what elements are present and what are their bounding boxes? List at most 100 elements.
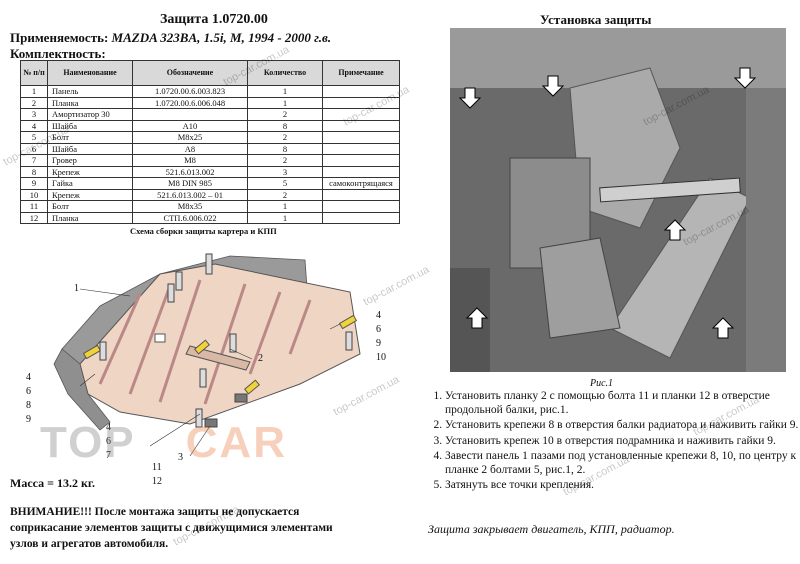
- cell-designation: M8 DIN 985: [132, 177, 248, 190]
- document-title: Защита 1.0720.00: [160, 12, 268, 27]
- install-step-2: Установить крепежи 8 в отверстия балки р…: [445, 419, 800, 433]
- callout-3: 3: [178, 452, 183, 463]
- cell-name: Планка: [47, 211, 133, 224]
- cell-name: Болт: [47, 200, 133, 213]
- cell-designation: 1.0720.00.6.003.823: [132, 85, 248, 98]
- callout-left-6: 6: [26, 386, 31, 397]
- cell-note: [322, 165, 400, 178]
- cell-number: 9: [20, 177, 48, 190]
- bracket: [82, 344, 102, 360]
- cell-quantity: 2: [247, 108, 323, 121]
- cell-quantity: 1: [247, 96, 323, 109]
- cell-number: 11: [20, 200, 48, 213]
- cell-note: [322, 154, 400, 167]
- cell-number: 10: [20, 188, 48, 201]
- photo-illustration: [450, 28, 786, 372]
- cell-number: 5: [20, 131, 48, 144]
- column-header-designation: Обозначение: [132, 60, 248, 86]
- install-title: Установка защиты: [540, 12, 652, 27]
- callout-right-6: 6: [376, 324, 381, 335]
- cell-name: Панель: [47, 85, 133, 98]
- cell-name: Шайба: [47, 119, 133, 132]
- protection-panel: [79, 263, 361, 425]
- bracket: [338, 314, 358, 330]
- panel-rib: [288, 299, 312, 355]
- cell-quantity: 1: [247, 211, 323, 224]
- cell-note: [322, 188, 400, 201]
- cell-note: [322, 119, 400, 132]
- applicability-label: Применяемость:: [10, 30, 109, 45]
- cell-name: Крепеж: [47, 165, 133, 178]
- callout-left-8: 8: [26, 400, 31, 411]
- cell-number: 6: [20, 142, 48, 155]
- cell-designation: 1.0720.00.6.006.048: [132, 96, 248, 109]
- install-steps: Установить планку 2 с помощью болта 11 и…: [425, 390, 800, 495]
- cell-number: 8: [20, 165, 48, 178]
- assembly-schematic: [53, 253, 361, 457]
- cell-quantity: 5: [247, 177, 323, 190]
- column-header-note: Примечание: [322, 60, 400, 86]
- cell-quantity: 2: [247, 154, 323, 167]
- column-header-number: № п/п: [20, 60, 48, 86]
- callout-right-10: 10: [376, 352, 386, 363]
- cell-designation: A8: [132, 142, 248, 155]
- cell-name: Крепеж: [47, 188, 133, 201]
- install-step-4: Завести панель 1 пазами под установленны…: [445, 450, 800, 477]
- cell-name: Амортизатор 30: [47, 108, 133, 121]
- install-step-5: Затянуть все точки крепления.: [445, 479, 800, 493]
- cell-number: 1: [20, 85, 48, 98]
- cell-note: [322, 200, 400, 213]
- mass-label: Масса = 13.2 кг.: [10, 476, 95, 490]
- cell-quantity: 1: [247, 85, 323, 98]
- cell-name: Планка: [47, 96, 133, 109]
- panel-rib: [128, 285, 172, 395]
- panel-rib: [203, 283, 247, 405]
- parts-table: № п/п Наименование Обозначение Количеств…: [20, 60, 400, 224]
- bracket: [244, 379, 260, 395]
- bracket: [194, 339, 210, 355]
- schema-caption: Схема сборки защиты картера и КПП: [130, 226, 277, 236]
- applicability-line: Применяемость: MAZDA 323BA, 1.5i, M, 199…: [10, 30, 331, 46]
- panel-rib: [248, 291, 282, 375]
- cell-name: Болт: [47, 131, 133, 144]
- callout-bottom-4: 4: [106, 422, 111, 433]
- callout-bottom-7: 7: [106, 450, 111, 461]
- cell-designation: 521.6.013.002: [132, 165, 248, 178]
- cell-number: 4: [20, 119, 48, 132]
- cell-note: [322, 142, 400, 155]
- callout-bottom-12: 12: [152, 476, 162, 487]
- cell-note: [322, 211, 400, 224]
- panel-rib: [158, 279, 202, 403]
- install-step-3: Установить крепеж 10 в отверстия подрамн…: [445, 435, 800, 449]
- cell-number: 3: [20, 108, 48, 121]
- figure-caption: Рис.1: [590, 378, 614, 389]
- column-header-quantity: Количество: [247, 60, 323, 86]
- kit-label: Комплектность:: [10, 46, 106, 61]
- cell-name: Шайба: [47, 142, 133, 155]
- cell-number: 2: [20, 96, 48, 109]
- strip-part-2: [185, 345, 251, 371]
- cell-designation: M8x35: [132, 200, 248, 213]
- install-step-1: Установить планку 2 с помощью болта 11 и…: [445, 390, 800, 417]
- cell-number: 12: [20, 211, 48, 224]
- panel-hole: [234, 393, 248, 403]
- cell-designation: СТП.6.006.022: [132, 211, 248, 224]
- parts-table-header: № п/п Наименование Обозначение Количеств…: [20, 60, 400, 86]
- cell-designation: [132, 108, 248, 121]
- callout-left-4: 4: [26, 372, 31, 383]
- cell-designation: M8: [132, 154, 248, 167]
- callout-1: 1: [74, 283, 79, 294]
- callout-left-9: 9: [26, 414, 31, 425]
- applicability-value: MAZDA 323BA, 1.5i, M, 1994 - 2000 г.в.: [111, 30, 332, 45]
- panel-hole: [204, 418, 218, 428]
